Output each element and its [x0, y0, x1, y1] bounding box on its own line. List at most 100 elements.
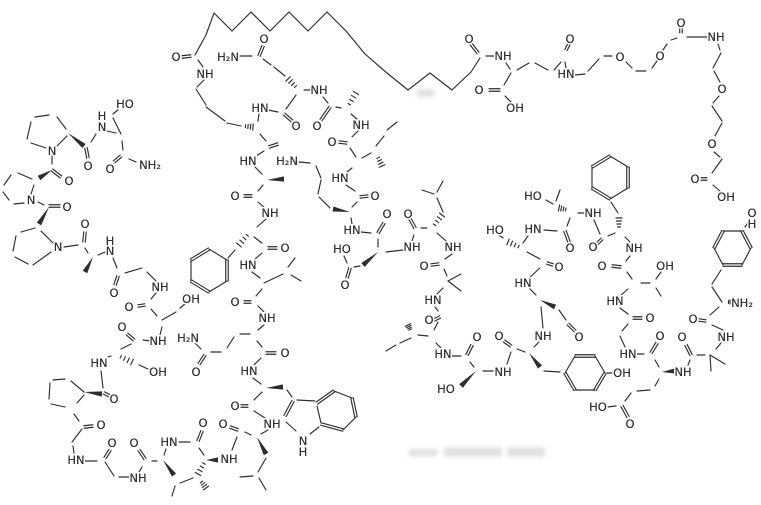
atom-label: NH [625, 241, 642, 255]
bond [709, 354, 712, 372]
bond [349, 98, 354, 103]
bond [191, 249, 211, 262]
bond [377, 159, 382, 162]
atom-label: O [259, 32, 268, 46]
bond [593, 219, 601, 235]
atom-label: O [280, 346, 289, 360]
atom-label: O [230, 189, 239, 203]
bond [522, 235, 529, 244]
bond [125, 334, 134, 342]
bond [198, 447, 205, 456]
atom-label: HO [486, 223, 504, 237]
bond [181, 56, 192, 59]
atom-label: NH [625, 241, 642, 255]
bond [609, 187, 629, 200]
atom-label: O [129, 436, 138, 450]
bond [713, 247, 724, 266]
bond [711, 269, 722, 285]
wedge-bond [662, 368, 676, 374]
atom-label: NH [494, 49, 511, 63]
bond [50, 170, 61, 179]
atom-label: N [54, 240, 63, 254]
bond [654, 378, 660, 387]
bond [335, 106, 342, 109]
bond [257, 201, 266, 209]
atom-label: N [98, 120, 107, 134]
bond [70, 380, 85, 393]
bond [284, 112, 294, 121]
bond [250, 11, 271, 32]
bond [346, 167, 353, 173]
bond [285, 76, 291, 82]
bond [350, 397, 356, 418]
bond [353, 265, 361, 268]
atom-label: NH [151, 280, 168, 294]
atom-label: O [327, 135, 336, 149]
wedge-bond [82, 257, 93, 274]
bond [231, 11, 252, 32]
atom-label: O [230, 189, 239, 203]
atom-label: OH [506, 101, 524, 115]
bond [399, 337, 412, 344]
atom-label: O [655, 49, 664, 63]
bond [113, 275, 118, 286]
bond [226, 336, 235, 349]
bond [376, 221, 384, 233]
bond [82, 231, 85, 243]
bond [326, 11, 347, 32]
atom-label: O [574, 330, 583, 344]
atom-label: O [424, 313, 433, 327]
bond [596, 239, 604, 247]
wedge-bond [459, 371, 476, 388]
atom-label: O [403, 207, 412, 221]
bond [137, 450, 145, 461]
bond [407, 72, 431, 91]
atom-label: HN [619, 347, 636, 361]
bond [159, 326, 163, 336]
atom-label: O [109, 286, 118, 300]
bond [283, 399, 293, 416]
bond [244, 431, 252, 436]
bond [252, 377, 262, 385]
bond [564, 61, 567, 69]
bond [34, 114, 50, 118]
bond [194, 34, 207, 56]
atom-label: O [171, 50, 180, 64]
atom-label: NH₂ [139, 158, 161, 172]
atom-label: NH [263, 417, 280, 431]
atom-label: O [129, 436, 138, 450]
bond [269, 11, 290, 32]
bond [318, 196, 331, 209]
bond [48, 382, 51, 400]
bond [555, 189, 561, 202]
wedge-bond [36, 207, 49, 226]
atom-label: NH [584, 206, 601, 220]
bond [655, 287, 662, 297]
atom-label: O [565, 241, 574, 255]
bond [714, 122, 723, 137]
bond [546, 261, 554, 265]
bond [322, 96, 329, 104]
atom-label: HN [239, 154, 256, 168]
bond [622, 404, 630, 417]
bond [86, 147, 90, 159]
bond [126, 357, 130, 364]
bond [76, 394, 85, 404]
bond [257, 184, 264, 192]
bond [592, 156, 612, 169]
atom-label: HN [239, 258, 256, 272]
atom-label: NH [220, 452, 237, 466]
bond [345, 184, 356, 192]
atom-label: O [191, 365, 200, 379]
bond [506, 238, 510, 246]
bond [594, 355, 606, 374]
atom-label: NH [220, 452, 237, 466]
bond [590, 154, 610, 167]
atom-label: O [96, 418, 105, 432]
bond [345, 267, 350, 279]
bond [338, 142, 348, 145]
bond [649, 341, 657, 353]
bond [202, 462, 206, 465]
bond [307, 11, 328, 32]
